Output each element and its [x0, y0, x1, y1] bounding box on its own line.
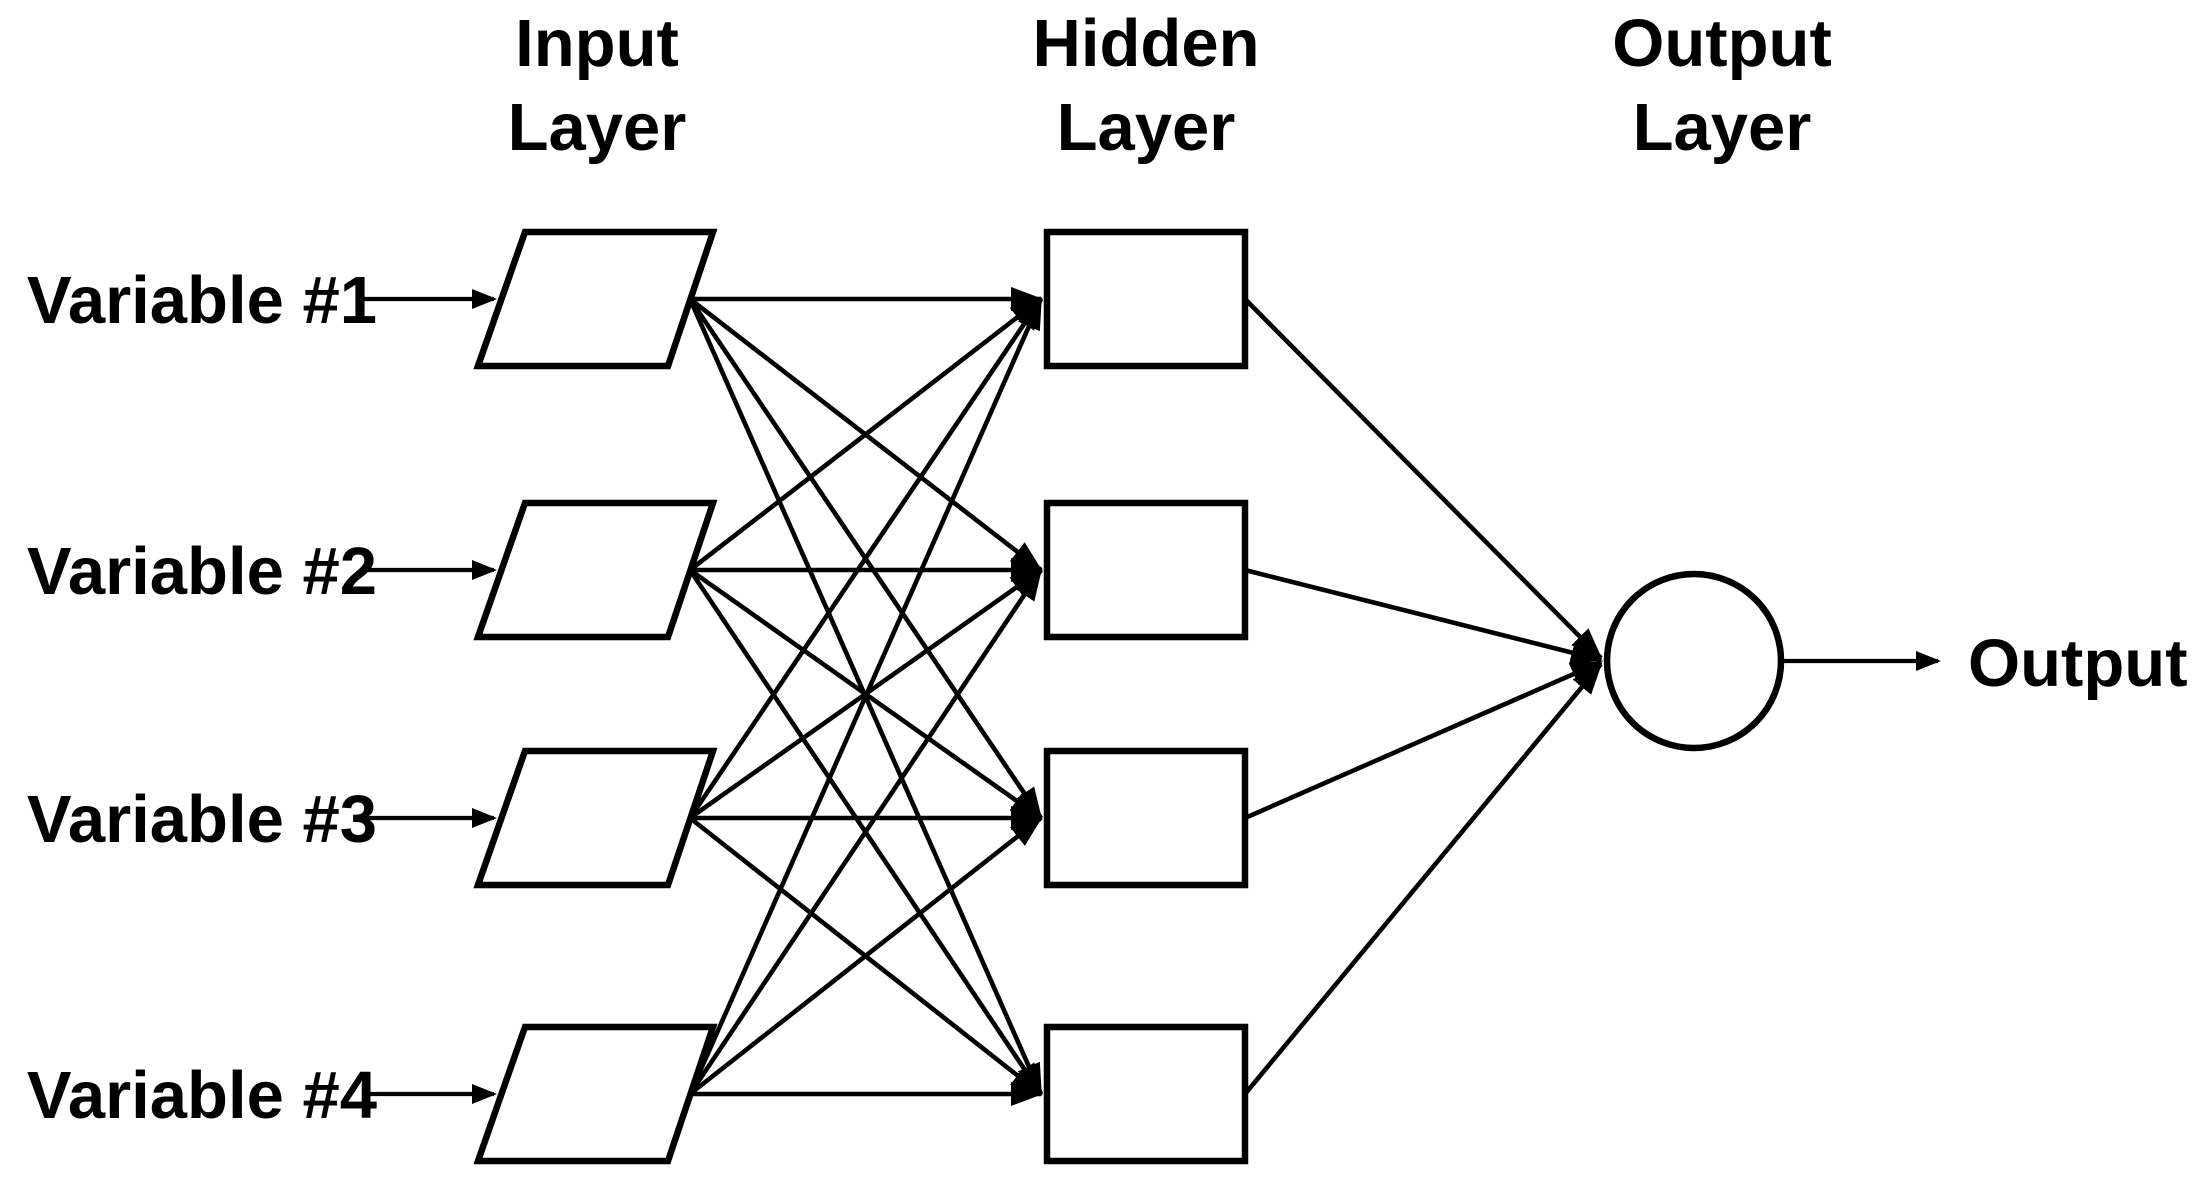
variable-label-3: Variable #3 — [27, 782, 377, 857]
input-node-2 — [473, 499, 718, 641]
hidden-node-3 — [1043, 747, 1249, 889]
variable-label-4: Variable #4 — [27, 1058, 377, 1133]
hidden-node-4 — [1043, 1023, 1249, 1165]
edge-input2-hidden1 — [688, 297, 1043, 572]
output-label: Output — [1968, 626, 2188, 701]
edge-hidden2-output — [1244, 567, 1603, 665]
output-layer-title-line1: Output — [1612, 6, 1832, 81]
edge-input4-hidden3 — [688, 816, 1043, 1096]
input-node-4 — [473, 1023, 718, 1165]
edge-input4-hidden2 — [688, 568, 1043, 1096]
hidden-layer-title-line1: Hidden — [1032, 6, 1259, 81]
hidden-layer-title-line2: Layer — [1057, 90, 1236, 165]
variable-label-2: Variable #2 — [27, 534, 377, 609]
input-node-1 — [473, 228, 718, 370]
hidden-node-2 — [1043, 499, 1249, 641]
output-layer-title-line2: Layer — [1633, 90, 1812, 165]
edge-hidden1-output — [1243, 297, 1603, 660]
output-node — [1603, 570, 1785, 752]
input-node-3 — [473, 747, 718, 889]
edge-input4-hidden1 — [687, 297, 1044, 1095]
hidden-node-1 — [1043, 228, 1249, 370]
edge-input3-hidden1 — [688, 297, 1043, 820]
input-layer-title-line1: Input — [515, 6, 679, 81]
input-layer-title-line2: Layer — [508, 90, 687, 165]
variable-label-1: Variable #1 — [27, 263, 377, 338]
edge-hidden4-output — [1243, 662, 1603, 1096]
edge-hidden3-output — [1244, 659, 1603, 821]
